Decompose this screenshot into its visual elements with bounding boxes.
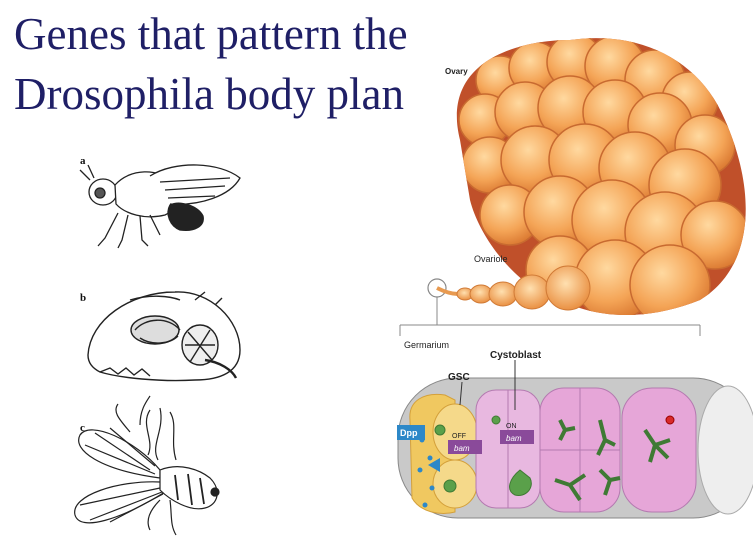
ovariole-label: Ovariole <box>474 254 508 264</box>
off-label: OFF <box>452 433 466 440</box>
adult-fly-drawing <box>80 165 240 248</box>
ovary-label: Ovary <box>445 67 468 76</box>
dpp-label: Dpp <box>400 428 418 438</box>
germarium-label: Germarium <box>404 340 449 350</box>
on-label: ON <box>506 423 517 430</box>
gsc-label: GSC <box>448 372 470 383</box>
embryo-drawing <box>88 292 240 381</box>
ovary-illustration <box>457 34 749 325</box>
mutant-fly-drawing <box>75 396 219 535</box>
bam-on-label: bam <box>506 434 522 443</box>
cystoblast-label: Cystoblast <box>490 350 542 361</box>
ovariole-illustration <box>428 266 590 310</box>
bam-off-label: bam <box>454 444 470 453</box>
